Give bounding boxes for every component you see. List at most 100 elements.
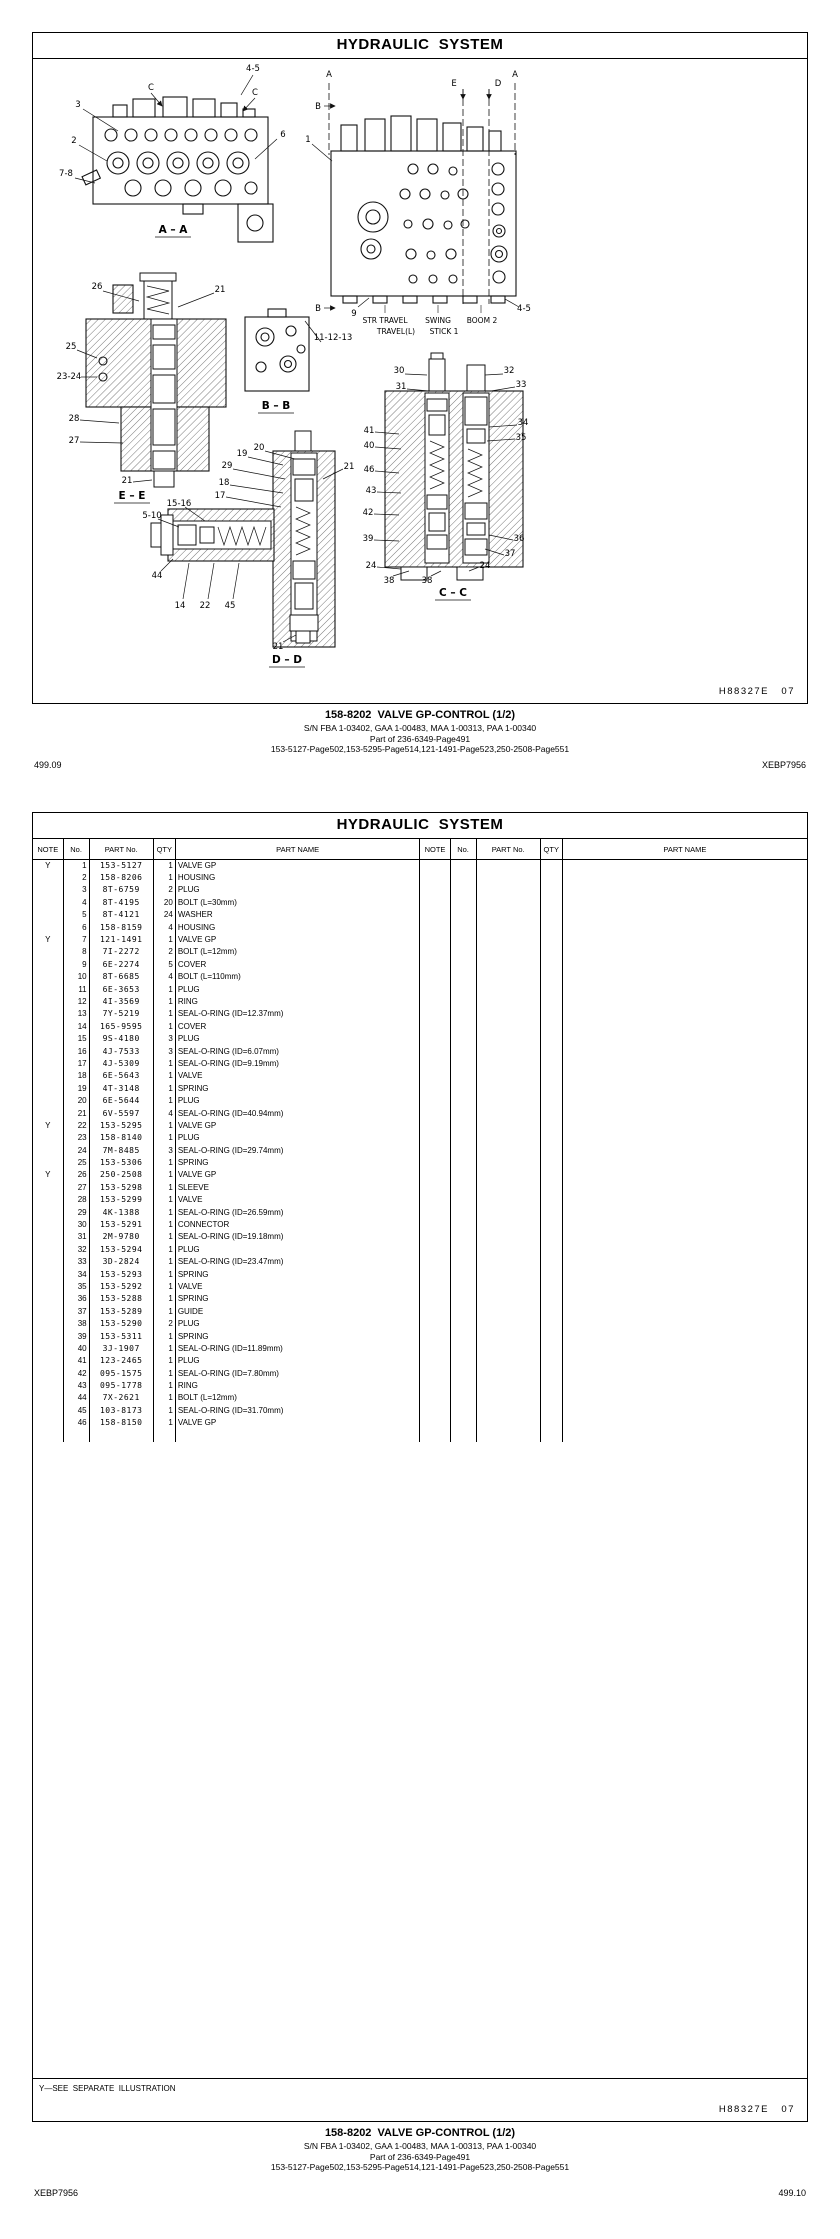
table-row: 3 8T-6759 2 PLUG [33, 884, 807, 897]
callout-40: 40 [364, 441, 375, 451]
header-no: No. [450, 839, 477, 860]
cell-qty-empty [540, 1379, 563, 1393]
callout-3: 3 [75, 100, 80, 110]
table-row: 46 158-8150 1 VALVE GP [33, 1417, 807, 1430]
cell-note-empty [419, 1330, 451, 1343]
cell-part-name-empty [562, 1083, 807, 1095]
cell-part-no-empty [476, 983, 541, 996]
cell-qty: 1 [153, 1243, 176, 1256]
cell-part-name: PLUG [175, 1132, 421, 1145]
parts-table: NOTE No. PART No. QTY PART NAME NOTE No.… [33, 839, 807, 1442]
cell-note-empty [419, 896, 451, 910]
cell-part-name: PLUG [175, 1317, 421, 1331]
cell-part-name: VALVE GP [175, 1417, 421, 1430]
cell-qty: 20 [153, 896, 176, 910]
cell-qty-empty [540, 946, 563, 959]
cell-part-no-empty [476, 1243, 541, 1256]
cell-part-name: BOLT (L=12mm) [175, 1392, 421, 1405]
cell-qty: 3 [153, 1144, 176, 1157]
table-row: 20 6E-5644 1 PLUG [33, 1094, 807, 1108]
cell-note-empty [419, 1367, 451, 1380]
cell-note-empty [419, 983, 451, 996]
cell-qty-empty [540, 1057, 563, 1071]
cell-part-no: 7Y-5219 [89, 1008, 154, 1021]
cell-note [33, 884, 64, 897]
cell-note-empty [419, 921, 451, 934]
table-row: 10 8T-6685 4 BOLT (L=110mm) [33, 971, 807, 984]
cell-note-empty [419, 1057, 451, 1071]
cell-part-no: 4I-3569 [89, 995, 154, 1009]
cell-no-empty [450, 1379, 477, 1393]
cell-no: 37 [63, 1305, 90, 1318]
cell-note: Y [33, 859, 64, 872]
cell-part-name: VALVE [175, 1070, 421, 1083]
callout-46: 46 [364, 465, 375, 475]
callout-4-5: 4-5 [517, 304, 531, 314]
cell-part-no: 250-2508 [89, 1169, 154, 1182]
cell-qty: 1 [153, 1008, 176, 1021]
cell-part-name: SEAL-O-RING (ID=29.74mm) [175, 1144, 421, 1157]
cell-part-no: 158-8159 [89, 921, 154, 934]
cell-note [33, 971, 64, 984]
cell-part-no-empty [476, 1218, 541, 1232]
cell-qty-empty [540, 1169, 563, 1182]
cell-qty: 1 [153, 1280, 176, 1294]
cell-note-empty [419, 946, 451, 959]
cell-qty-empty [540, 1256, 563, 1269]
cell-part-name: PLUG [175, 884, 421, 897]
callout-19: 19 [237, 449, 248, 459]
cell-part-no-empty [476, 1404, 541, 1418]
cell-part-name: HOUSING [175, 871, 421, 885]
cell-qty: 1 [153, 1355, 176, 1368]
cell-part-name: SEAL-O-RING (ID=19.18mm) [175, 1231, 421, 1244]
cell-part-no: 153-5311 [89, 1330, 154, 1343]
table-row: 13 7Y-5219 1 SEAL-O-RING (ID=12.37mm) [33, 1008, 807, 1021]
cell-part-name: SEAL-O-RING (ID=40.94mm) [175, 1107, 421, 1120]
table-row: 5 8T-4121 24 WASHER [33, 909, 807, 922]
cell-note [33, 1094, 64, 1108]
cell-note [33, 1392, 64, 1405]
cell-part-no-empty [476, 1342, 541, 1356]
cell-no-empty [450, 1181, 477, 1195]
cell-no-empty [450, 1293, 477, 1306]
cell-part-no: 123-2465 [89, 1355, 154, 1368]
cell-part-no: 153-5127 [89, 859, 154, 872]
cell-qty: 2 [153, 946, 176, 959]
header-part-name: PART NAME [175, 839, 421, 860]
cell-note [33, 921, 64, 934]
cell-part-name-empty [562, 1157, 807, 1169]
cell-part-no: 8T-4121 [89, 909, 154, 922]
cell-part-no: 153-5291 [89, 1218, 154, 1232]
cell-part-no: 6E-5643 [89, 1070, 154, 1083]
cell-part-name: SEAL-O-RING (ID=6.07mm) [175, 1045, 421, 1058]
header-no: No. [63, 839, 90, 860]
cell-note [33, 1194, 64, 1207]
cell-note-empty [419, 1218, 451, 1232]
cell-note [33, 1045, 64, 1058]
cell-note [33, 1231, 64, 1244]
cell-part-name: PLUG [175, 1094, 421, 1108]
cell-part-name-empty [562, 1045, 807, 1057]
cell-part-name-empty [562, 1355, 807, 1367]
callout-17: 17 [215, 491, 226, 501]
cell-part-no: 8T-6759 [89, 884, 154, 897]
cell-qty: 1 [153, 1330, 176, 1343]
cell-part-no: 6E-5644 [89, 1094, 154, 1108]
callout-33: 33 [516, 380, 527, 390]
cell-note-empty [419, 871, 451, 885]
cell-part-name: SPRING [175, 1293, 421, 1306]
cell-qty: 1 [153, 1367, 176, 1380]
page2-ref-strip: H88327E 07 [33, 2099, 807, 2121]
cell-part-name-empty [562, 1219, 807, 1231]
table-row: 23 158-8140 1 PLUG [33, 1132, 807, 1145]
cell-part-no-empty [476, 1367, 541, 1380]
cell-no-empty [450, 971, 477, 984]
cell-no-empty [450, 1392, 477, 1405]
cell-no: 36 [63, 1293, 90, 1306]
view-c-c: 30 31 32 33 34 35 41 40 46 43 42 39 24 3… [363, 352, 528, 601]
table-row: 12 4I-3569 1 RING [33, 995, 807, 1009]
cell-part-no: 8T-4195 [89, 896, 154, 910]
cell-qty-empty [540, 884, 563, 897]
cell-part-no: 095-1575 [89, 1367, 154, 1380]
cell-part-name: VALVE GP [175, 933, 421, 947]
